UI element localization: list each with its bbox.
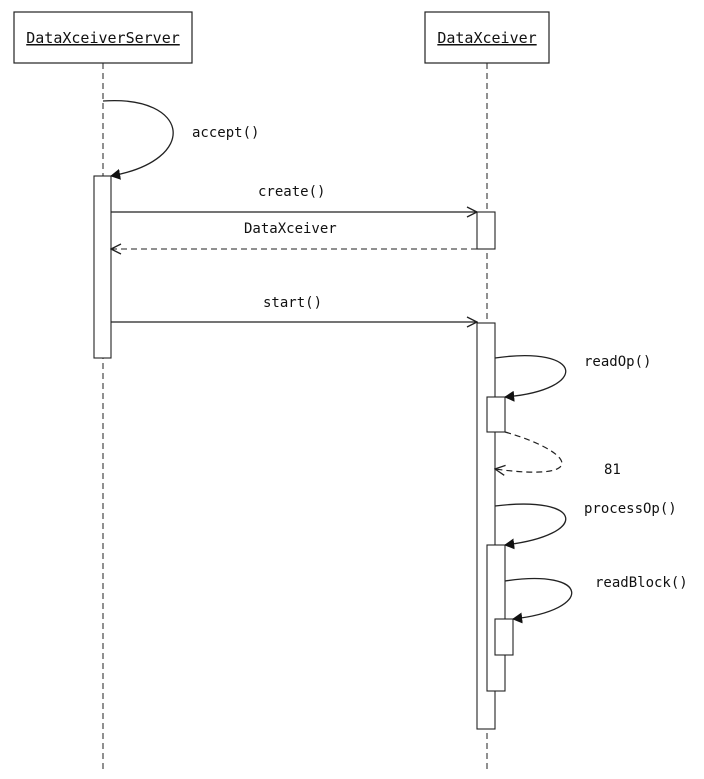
message-create-label: create() — [258, 184, 325, 200]
participant-xceiver: DataXceiver — [424, 11, 550, 64]
message-processop-arrow — [494, 503, 567, 550]
message-start-label: start() — [263, 295, 322, 311]
message-create-return-label: DataXceiver — [244, 221, 337, 237]
participant-server-label: DataXceiverServer — [26, 29, 180, 47]
activation-readop — [486, 396, 506, 433]
participant-xceiver-label: DataXceiver — [437, 29, 536, 47]
message-readblock-arrow — [504, 577, 573, 624]
activation-xceiver-create — [476, 211, 496, 250]
message-processop-label: processOp() — [584, 501, 677, 517]
message-readop-label: readOp() — [584, 354, 651, 370]
message-readop-arrow — [494, 355, 567, 402]
participant-server: DataXceiverServer — [13, 11, 193, 64]
message-accept-label: accept() — [192, 125, 259, 141]
activation-processop — [486, 544, 506, 692]
message-readop-return-arrow — [495, 431, 563, 472]
message-readblock-label: readBlock() — [595, 575, 688, 591]
activation-readblock — [494, 618, 514, 656]
message-readop-return-label: 81 — [604, 462, 621, 478]
activation-server — [93, 175, 112, 359]
message-accept-arrow — [102, 100, 174, 180]
